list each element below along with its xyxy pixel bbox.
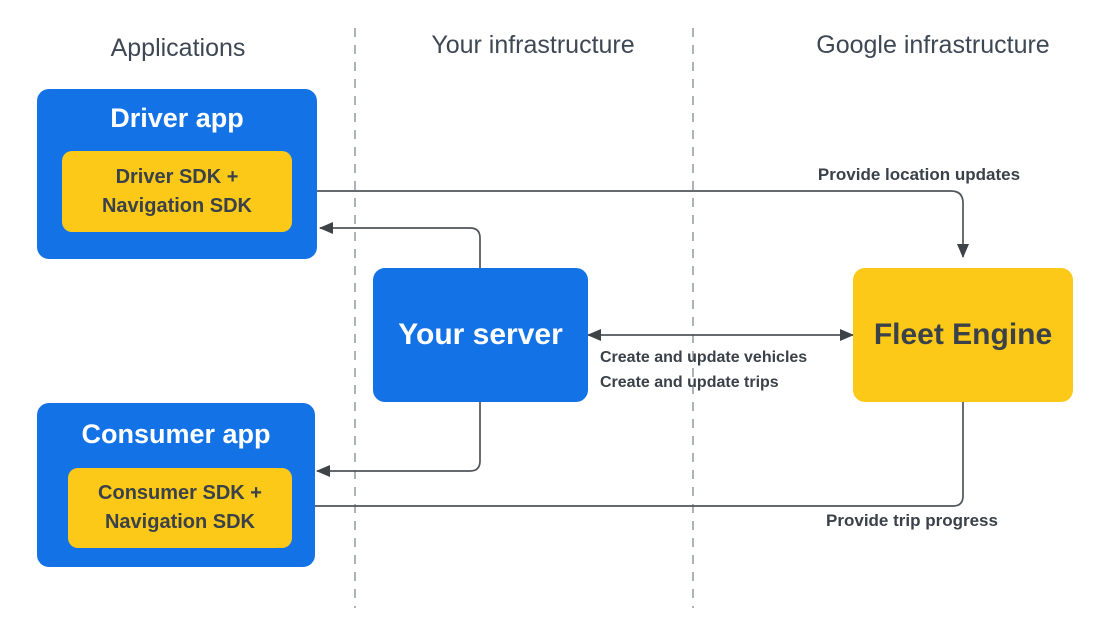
edge-fleet-to-consumer-sdk xyxy=(293,402,964,512)
edge-label-provide-location-updates: Provide location updates xyxy=(817,165,1021,184)
node-consumer-sdk-label-line1: Consumer SDK + xyxy=(98,482,262,504)
edge-label-create-update-trips: Create and update trips xyxy=(600,374,779,391)
node-consumer-app-label: Consumer app xyxy=(81,419,271,449)
node-fleet-engine-label: Fleet Engine xyxy=(873,318,1053,351)
column-header-applications: Applications xyxy=(110,34,246,62)
node-consumer-app: Consumer app Consumer SDK + Navigation S… xyxy=(37,403,315,567)
column-header-google-infrastructure: Google infrastructure xyxy=(816,31,1050,59)
edge-server-to-consumer-app xyxy=(316,402,481,477)
edge-provide-location-updates xyxy=(292,190,969,258)
node-driver-app-label: Driver app xyxy=(110,103,244,133)
node-driver-app: Driver app Driver SDK + Navigation SDK xyxy=(37,89,317,259)
node-driver-sdk-label-line1: Driver SDK + xyxy=(115,165,239,188)
node-fleet-engine: Fleet Engine xyxy=(853,268,1073,402)
node-consumer-sdk-label-line2: Navigation SDK xyxy=(104,511,256,533)
edge-label-provide-trip-progress: Provide trip progress xyxy=(826,511,998,530)
edge-server-to-driver-app xyxy=(319,222,481,268)
node-your-server: Your server xyxy=(373,268,588,402)
edge-label-create-update-vehicles: Create and update vehicles xyxy=(600,349,808,366)
node-driver-sdk-label-line2: Navigation SDK xyxy=(101,194,253,217)
edge-label-create-update: Create and update vehicles Create and up… xyxy=(600,345,807,395)
node-consumer-sdk: Consumer SDK + Navigation SDK xyxy=(68,468,292,548)
node-consumer-sdk-label: Consumer SDK + Navigation SDK xyxy=(68,479,292,537)
column-header-your-infrastructure: Your infrastructure xyxy=(431,31,635,59)
node-driver-sdk-label: Driver SDK + Navigation SDK xyxy=(62,163,292,221)
node-driver-sdk: Driver SDK + Navigation SDK xyxy=(62,151,292,232)
node-your-server-label: Your server xyxy=(398,318,563,351)
